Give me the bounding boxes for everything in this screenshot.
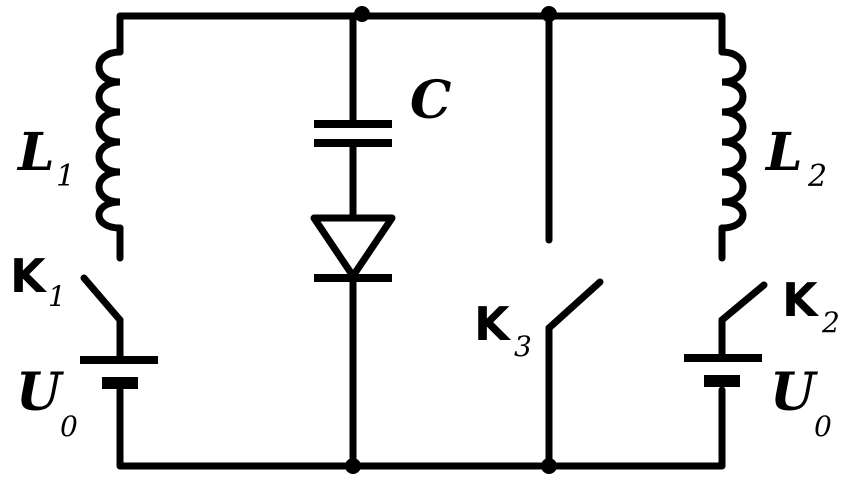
switch-k3-blade	[545, 278, 604, 332]
label-u0-right: U	[770, 362, 818, 423]
inductor-l2	[718, 48, 747, 232]
switch-k2-blade	[718, 281, 768, 324]
label-k2: K	[782, 273, 820, 327]
top-rail-wire	[116, 12, 726, 56]
diode-triangle	[310, 214, 396, 280]
label-k1: K	[10, 249, 48, 303]
bottom-rail-wire	[116, 386, 726, 470]
junction-bottom-center	[345, 458, 361, 474]
label-l2-sub: 2	[807, 159, 827, 194]
label-k3-sub: 3	[514, 330, 532, 363]
label-k3: K	[474, 297, 512, 351]
label-l1: L	[16, 122, 55, 183]
junction-top-center	[354, 6, 370, 22]
label-u0-left: U	[16, 362, 64, 423]
label-k2-sub: 2	[821, 306, 840, 339]
junction-top-right	[541, 6, 557, 22]
label-l2: L	[764, 122, 803, 183]
label-k1-sub: 1	[48, 280, 66, 313]
label-capacitor: C	[410, 70, 451, 131]
switch-k1-blade	[80, 274, 124, 324]
junction-bottom-right	[541, 458, 557, 474]
label-l1-sub: 1	[56, 159, 75, 194]
inductor-l1	[95, 48, 124, 232]
label-u0-left-sub: 0	[60, 410, 78, 443]
label-u0-right-sub: 0	[814, 410, 832, 443]
